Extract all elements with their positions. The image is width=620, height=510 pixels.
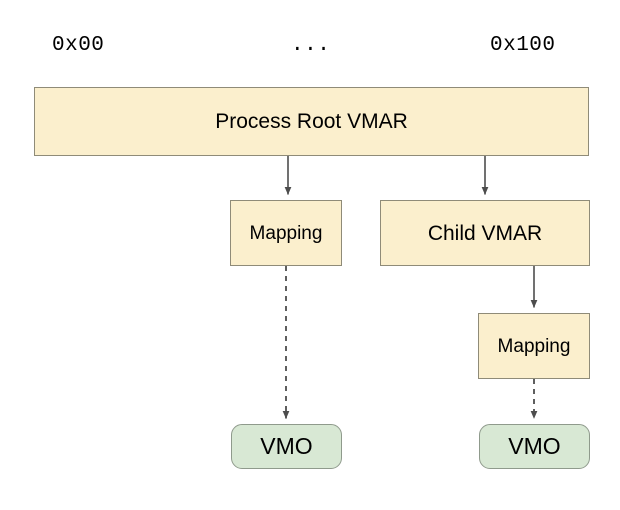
node-process-root-vmar-label: Process Root VMAR: [215, 110, 408, 133]
node-child-vmar[interactable]: Child VMAR: [380, 200, 590, 266]
node-mapping-right-label: Mapping: [497, 335, 571, 357]
node-vmo-left-label: VMO: [260, 433, 313, 459]
node-vmo-left[interactable]: VMO: [231, 424, 342, 469]
address-label-ellipsis: ...: [291, 34, 331, 57]
node-process-root-vmar[interactable]: Process Root VMAR: [34, 87, 589, 156]
address-label-end: 0x100: [490, 34, 556, 57]
node-child-vmar-label: Child VMAR: [427, 221, 543, 245]
node-mapping-left[interactable]: Mapping: [230, 200, 342, 266]
node-vmo-right-label: VMO: [508, 433, 561, 459]
node-mapping-left-label: Mapping: [249, 222, 323, 244]
node-vmo-right[interactable]: VMO: [479, 424, 590, 469]
address-label-start: 0x00: [52, 34, 105, 57]
node-mapping-right[interactable]: Mapping: [478, 313, 590, 379]
